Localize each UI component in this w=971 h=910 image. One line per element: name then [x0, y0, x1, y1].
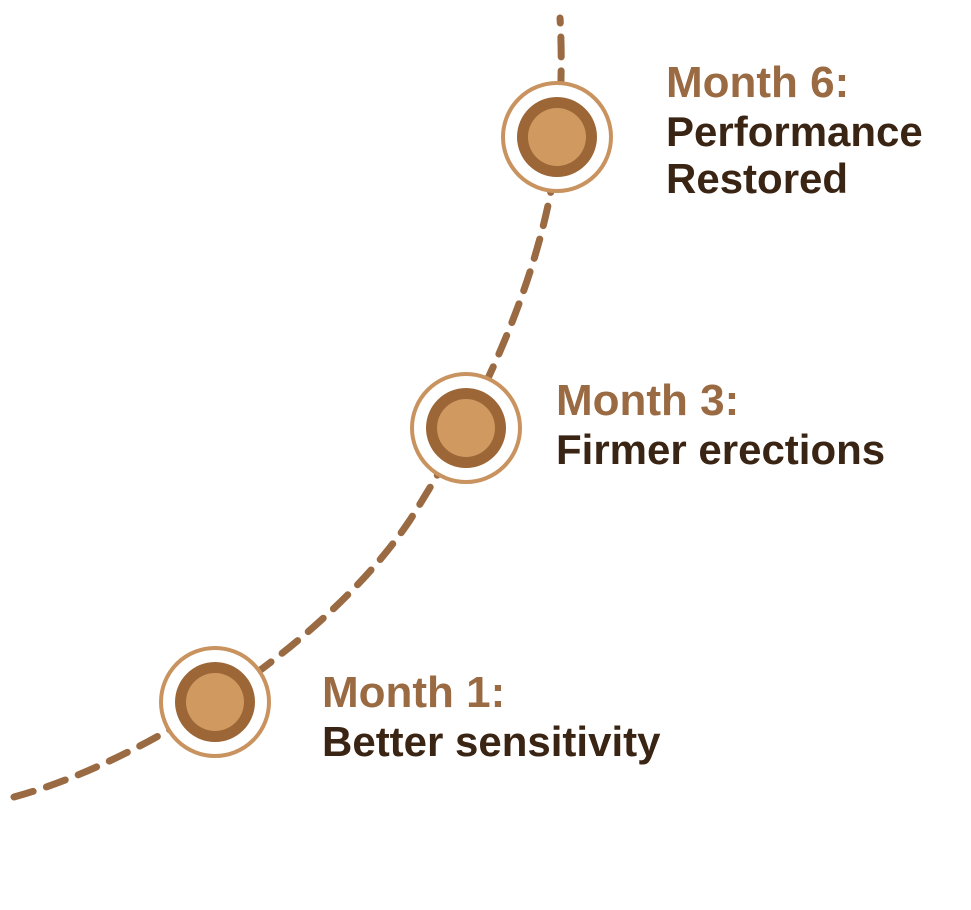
milestone-node-month-1 — [159, 646, 271, 758]
milestone-label-month-3: Month 3: Firmer erections — [556, 376, 885, 473]
milestone-node-month-6 — [501, 81, 613, 193]
milestone-month: Month 3: — [556, 376, 740, 425]
milestone-description-line: Better sensitivity — [322, 717, 661, 765]
milestone-label-month-1: Month 1: Better sensitivity — [322, 668, 660, 765]
milestone-month: Month 6: — [666, 58, 850, 107]
milestone-description-line: Performance — [666, 107, 923, 155]
milestone-month: Month 1: — [322, 668, 506, 717]
milestone-label-month-6: Month 6: Performance Restored — [666, 58, 923, 203]
milestone-description-line: Restored — [666, 155, 849, 203]
milestone-description-line: Firmer erections — [556, 425, 886, 473]
milestone-node-month-3 — [410, 372, 522, 484]
